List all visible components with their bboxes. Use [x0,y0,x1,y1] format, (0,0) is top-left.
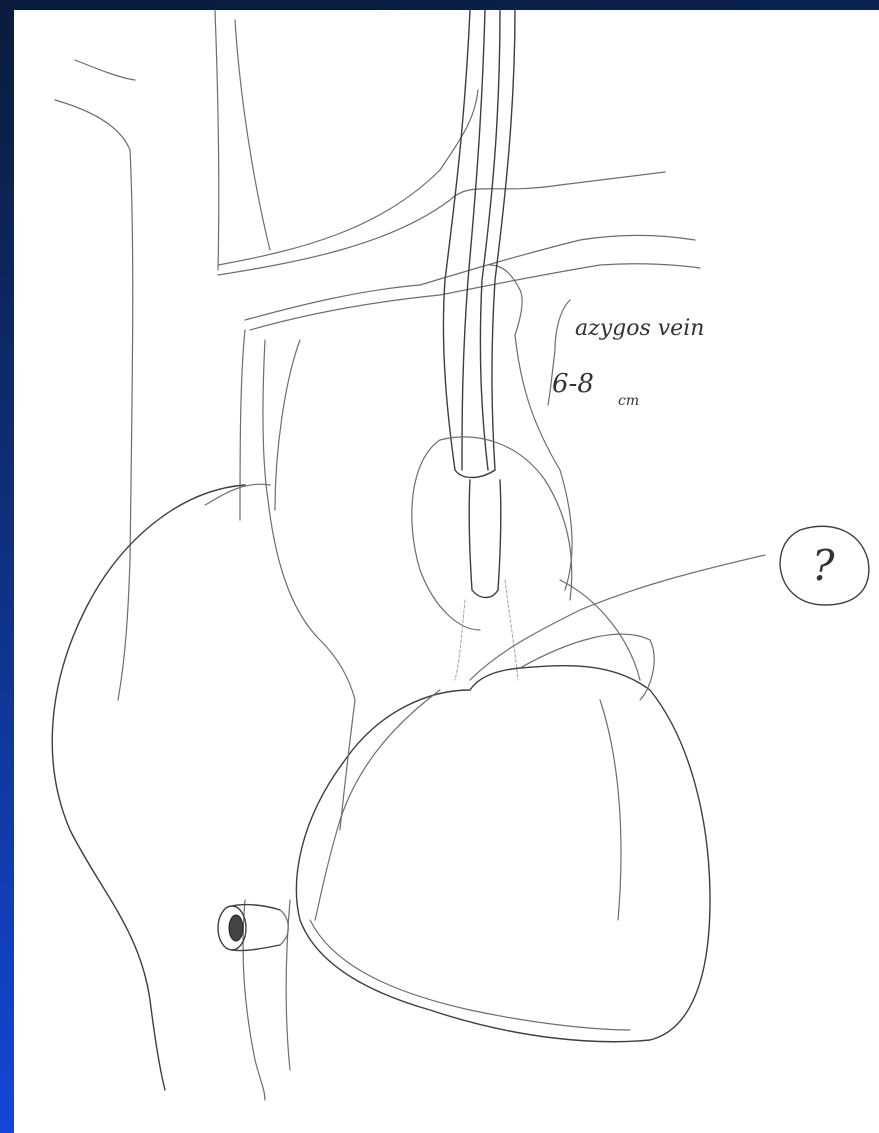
top-left-stroke [75,60,135,80]
vena-cava-right-wall-2 [235,20,270,250]
catheter-tip [455,470,495,478]
size-label-text: 6-8 [552,369,594,399]
catheter-left-wall [443,10,470,470]
branch-upper-2 [218,172,665,275]
vena-cava-left-wall [118,150,133,700]
septum-curve-2 [340,700,355,830]
vena-cava-right-wall [215,10,219,270]
question-pointer-line [470,555,765,680]
inner-tube-left [469,480,472,590]
pointer-line-2 [560,580,640,680]
left-descending-vessel-3 [275,340,300,510]
heart-base-inner [310,920,630,1030]
dashed-path-right [505,580,518,680]
left-descending-vessel [240,330,245,520]
azygos-arch [490,265,522,335]
left-descending-vessel-2 [263,340,355,700]
inner-tube-tip [472,590,498,598]
right-atrium-outline [52,485,245,1090]
cylinder-core [229,915,243,941]
cylinder-device [218,905,288,951]
heart-inner-right-line [600,700,621,920]
dashed-path-left [455,600,465,680]
heart-ventricle-outline [296,666,710,1042]
catheter-right-wall [492,10,515,470]
branch-upper [218,90,478,265]
vein-label-text: azygos vein [575,316,704,341]
inner-tube-right [498,480,501,590]
branch-lower [245,235,695,320]
top-left-stroke-2 [55,100,130,150]
size-unit-text: cm [618,393,639,409]
balloon-outline-right [440,437,572,600]
right-atrium-inner [205,484,270,505]
question-mark-text: ? [812,541,835,590]
catheter-inner-right [480,10,500,470]
